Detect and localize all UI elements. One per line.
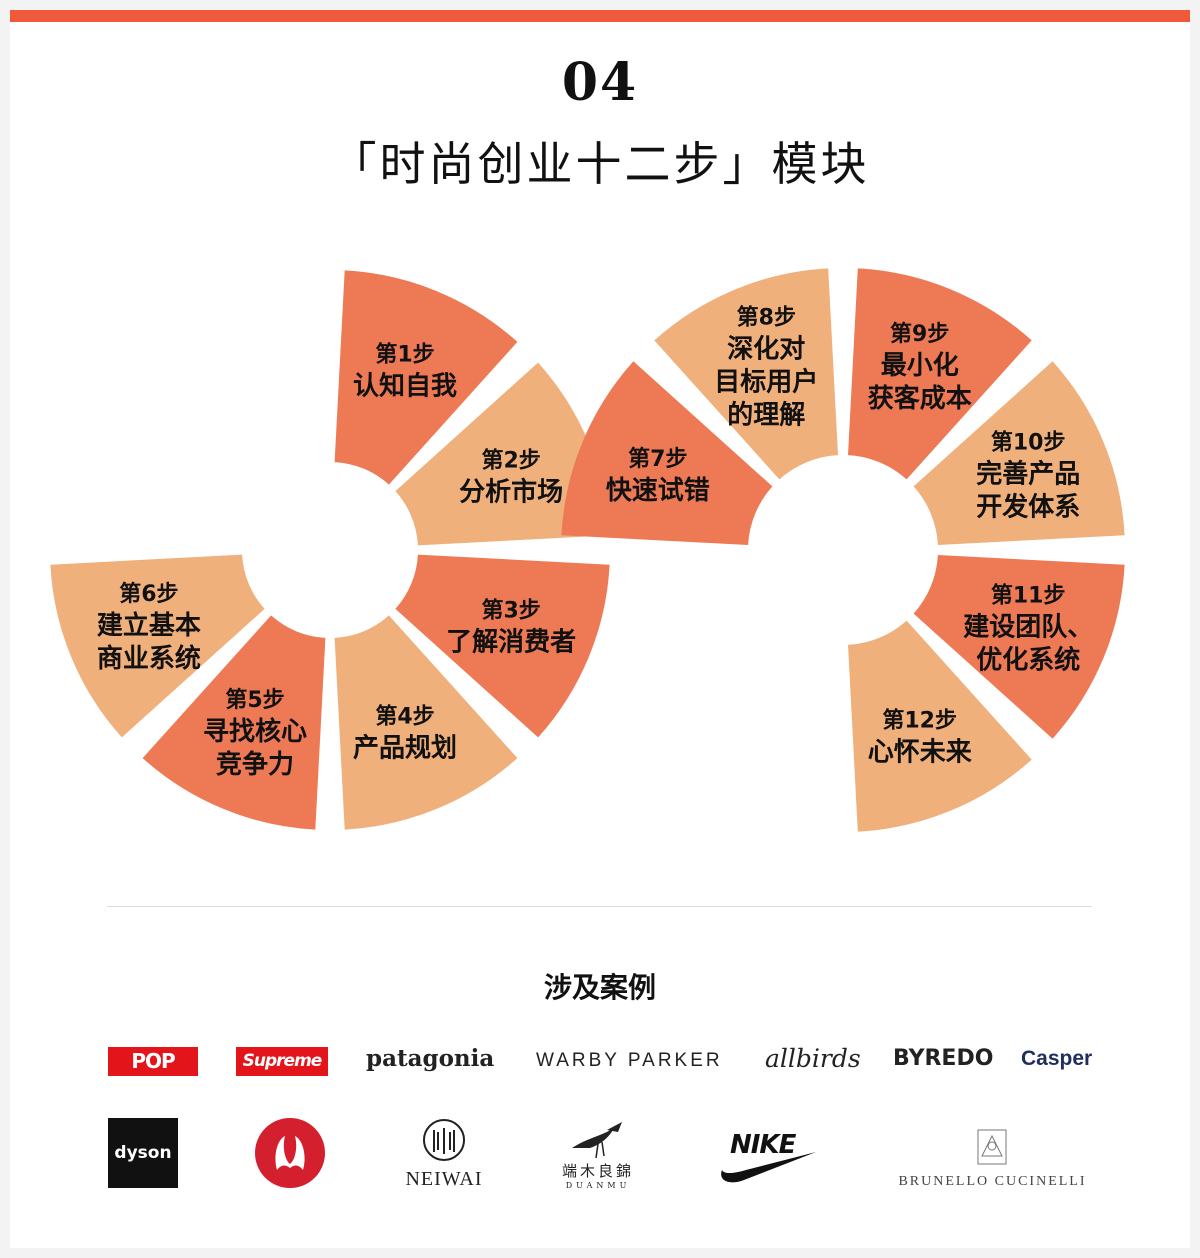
cases-title: 涉及案例	[543, 971, 656, 1004]
step-1-label: 认知自我	[353, 370, 457, 401]
step-12-label: 心怀未来	[868, 738, 973, 768]
allbirds-logo: allbirds	[765, 1044, 861, 1073]
step-8-label: 深化对	[727, 334, 805, 364]
step-4-number: 第4步	[375, 704, 434, 730]
step-10-label: 完善产品	[976, 458, 1080, 489]
byredo-logo: BYREDO	[893, 1046, 994, 1071]
neiwai-logo-text: NEIWAI	[405, 1168, 483, 1190]
step-10-number: 第10步	[991, 429, 1066, 455]
step-7-segment	[561, 361, 773, 545]
step-5-number: 第5步	[225, 687, 284, 713]
step-2-segment	[395, 362, 610, 546]
step-8-label: 的理解	[727, 399, 805, 430]
brunello-cucinelli-logo: BRUNELLO CUCINELLI	[890, 1126, 1095, 1192]
step-7-number: 第7步	[628, 446, 687, 472]
duanmu-logo-en: DUANMU	[565, 1181, 631, 1190]
step-2-number: 第2步	[481, 448, 540, 474]
step-4-label: 产品规划	[353, 734, 457, 764]
step-11-segment	[913, 555, 1125, 739]
step-6-segment	[50, 554, 265, 738]
popmart-logo: POP MART	[108, 1047, 198, 1102]
step-1-segment	[334, 270, 518, 485]
step-12-segment	[848, 620, 1032, 832]
step-6-number: 第6步	[119, 581, 178, 607]
step-9-segment	[848, 268, 1032, 480]
step-5-label: 寻找核心	[203, 716, 307, 747]
step-3-label: 了解消费者	[446, 628, 576, 658]
step-6-label: 商业系统	[97, 643, 201, 674]
nike-logo: NIKE	[716, 1130, 818, 1186]
step-9-label: 最小化	[881, 351, 959, 381]
module-number: 04	[561, 52, 639, 113]
casper-logo: Casper	[1021, 1047, 1093, 1070]
step-11-label: 建设团队、	[963, 613, 1093, 643]
nike-logo-text: NIKE	[730, 1130, 796, 1160]
step-7-label: 快速试错	[606, 476, 710, 506]
step-8-label: 目标用户	[714, 366, 818, 397]
step-5-segment	[142, 615, 326, 830]
step-8-number: 第8步	[737, 304, 796, 330]
step-6-label: 建立基本	[97, 610, 201, 641]
supreme-logo: Supreme	[236, 1047, 328, 1076]
neiwai-logo: NEIWAI	[400, 1118, 488, 1190]
accent-top-bar	[10, 10, 1190, 22]
patagonia-logo: patagonia	[366, 1045, 495, 1072]
section-divider	[107, 906, 1092, 907]
warby-parker-logo: WARBY PARKER	[536, 1050, 723, 1071]
step-11-number: 第11步	[991, 583, 1066, 609]
duanmu-logo-cn: 端木良錦	[561, 1162, 634, 1180]
step-3-number: 第3步	[481, 598, 540, 624]
lululemon-logo	[255, 1118, 325, 1188]
step-3-segment	[395, 554, 610, 738]
brunello-cucinelli-logo-text: BRUNELLO CUCINELLI	[898, 1174, 1087, 1189]
step-10-segment	[913, 361, 1125, 545]
step-9-label: 获客成本	[868, 383, 972, 414]
step-11-label: 优化系统	[976, 645, 1080, 676]
module-title: 「时尚创业十二步」模块	[330, 137, 870, 191]
step-12-number: 第12步	[882, 708, 957, 734]
step-5-label: 竞争力	[216, 749, 294, 780]
step-1-number: 第1步	[375, 341, 434, 367]
step-8-segment	[654, 268, 838, 480]
step-4-segment	[334, 615, 518, 830]
dyson-logo: dyson	[108, 1118, 178, 1188]
duanmu-logo: 端木良錦 DUANMU	[552, 1118, 644, 1192]
step-2-label: 分析市场	[459, 477, 563, 508]
step-10-label: 开发体系	[976, 491, 1080, 522]
step-9-number: 第9步	[890, 321, 949, 347]
